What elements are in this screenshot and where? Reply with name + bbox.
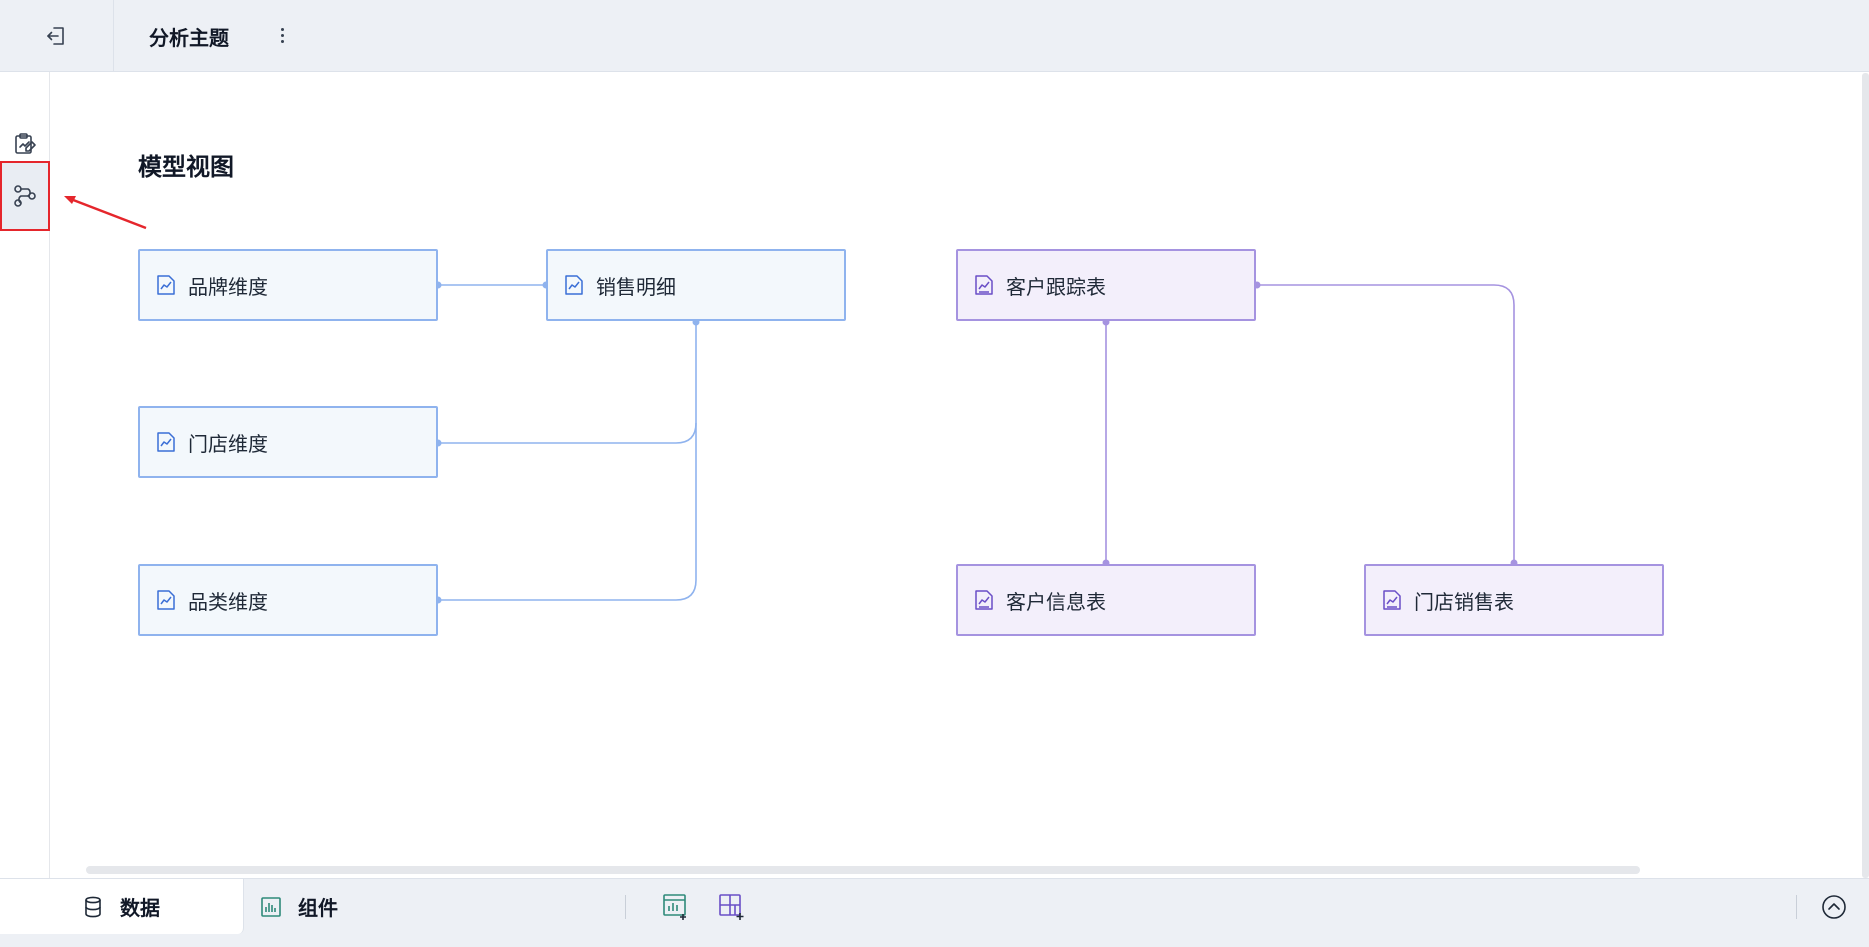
table-chart-icon [154, 430, 178, 454]
node-category-dimension[interactable]: 品类维度 [138, 564, 438, 636]
model-relations-icon[interactable] [0, 161, 50, 231]
node-label: 门店维度 [188, 431, 268, 456]
node-label: 品牌维度 [188, 274, 268, 299]
table-chart-icon [154, 273, 178, 297]
node-brand-dimension[interactable]: 品牌维度 [138, 249, 438, 321]
table-chart-icon [562, 273, 586, 297]
more-options-icon[interactable] [272, 20, 292, 50]
bottom-bar: 数据 组件 [0, 878, 1869, 947]
node-customer-tracking[interactable]: 客户跟踪表 [956, 249, 1256, 321]
vertical-scrollbar[interactable] [1862, 73, 1869, 878]
table-chart-icon [972, 273, 996, 297]
table-chart-icon [1380, 588, 1404, 612]
header-divider [113, 0, 114, 72]
page-title: 分析主题 [149, 26, 229, 50]
node-label: 客户跟踪表 [1006, 274, 1106, 299]
add-chart-component-icon[interactable] [658, 889, 694, 925]
node-label: 门店销售表 [1414, 589, 1514, 614]
table-chart-icon [154, 588, 178, 612]
tab-components-label: 组件 [298, 896, 338, 920]
node-customer-info[interactable]: 客户信息表 [956, 564, 1256, 636]
bottom-divider [625, 895, 626, 919]
node-store-dimension[interactable]: 门店维度 [138, 406, 438, 478]
table-chart-icon [972, 588, 996, 612]
left-rail [0, 72, 50, 878]
database-icon [80, 894, 106, 920]
node-label: 销售明细 [596, 274, 676, 299]
bar-chart-icon [258, 894, 284, 920]
tab-components[interactable]: 组件 [258, 879, 558, 934]
collapse-up-icon[interactable] [1818, 891, 1850, 923]
top-bar: 分析主题 [0, 0, 1869, 72]
clipboard-edit-icon[interactable] [0, 124, 50, 164]
bottom-divider [1796, 895, 1797, 919]
exit-icon[interactable] [40, 20, 72, 52]
node-store-sales[interactable]: 门店销售表 [1364, 564, 1664, 636]
horizontal-scrollbar[interactable] [86, 866, 1640, 874]
tab-data-label: 数据 [120, 896, 160, 920]
node-label: 品类维度 [188, 589, 268, 614]
add-grid-component-icon[interactable] [714, 889, 750, 925]
tab-data[interactable]: 数据 [0, 879, 244, 934]
annotation-arrow [64, 196, 147, 230]
node-sales-detail[interactable]: 销售明细 [546, 249, 846, 321]
node-label: 客户信息表 [1006, 589, 1106, 614]
canvas-title: 模型视图 [138, 153, 234, 181]
